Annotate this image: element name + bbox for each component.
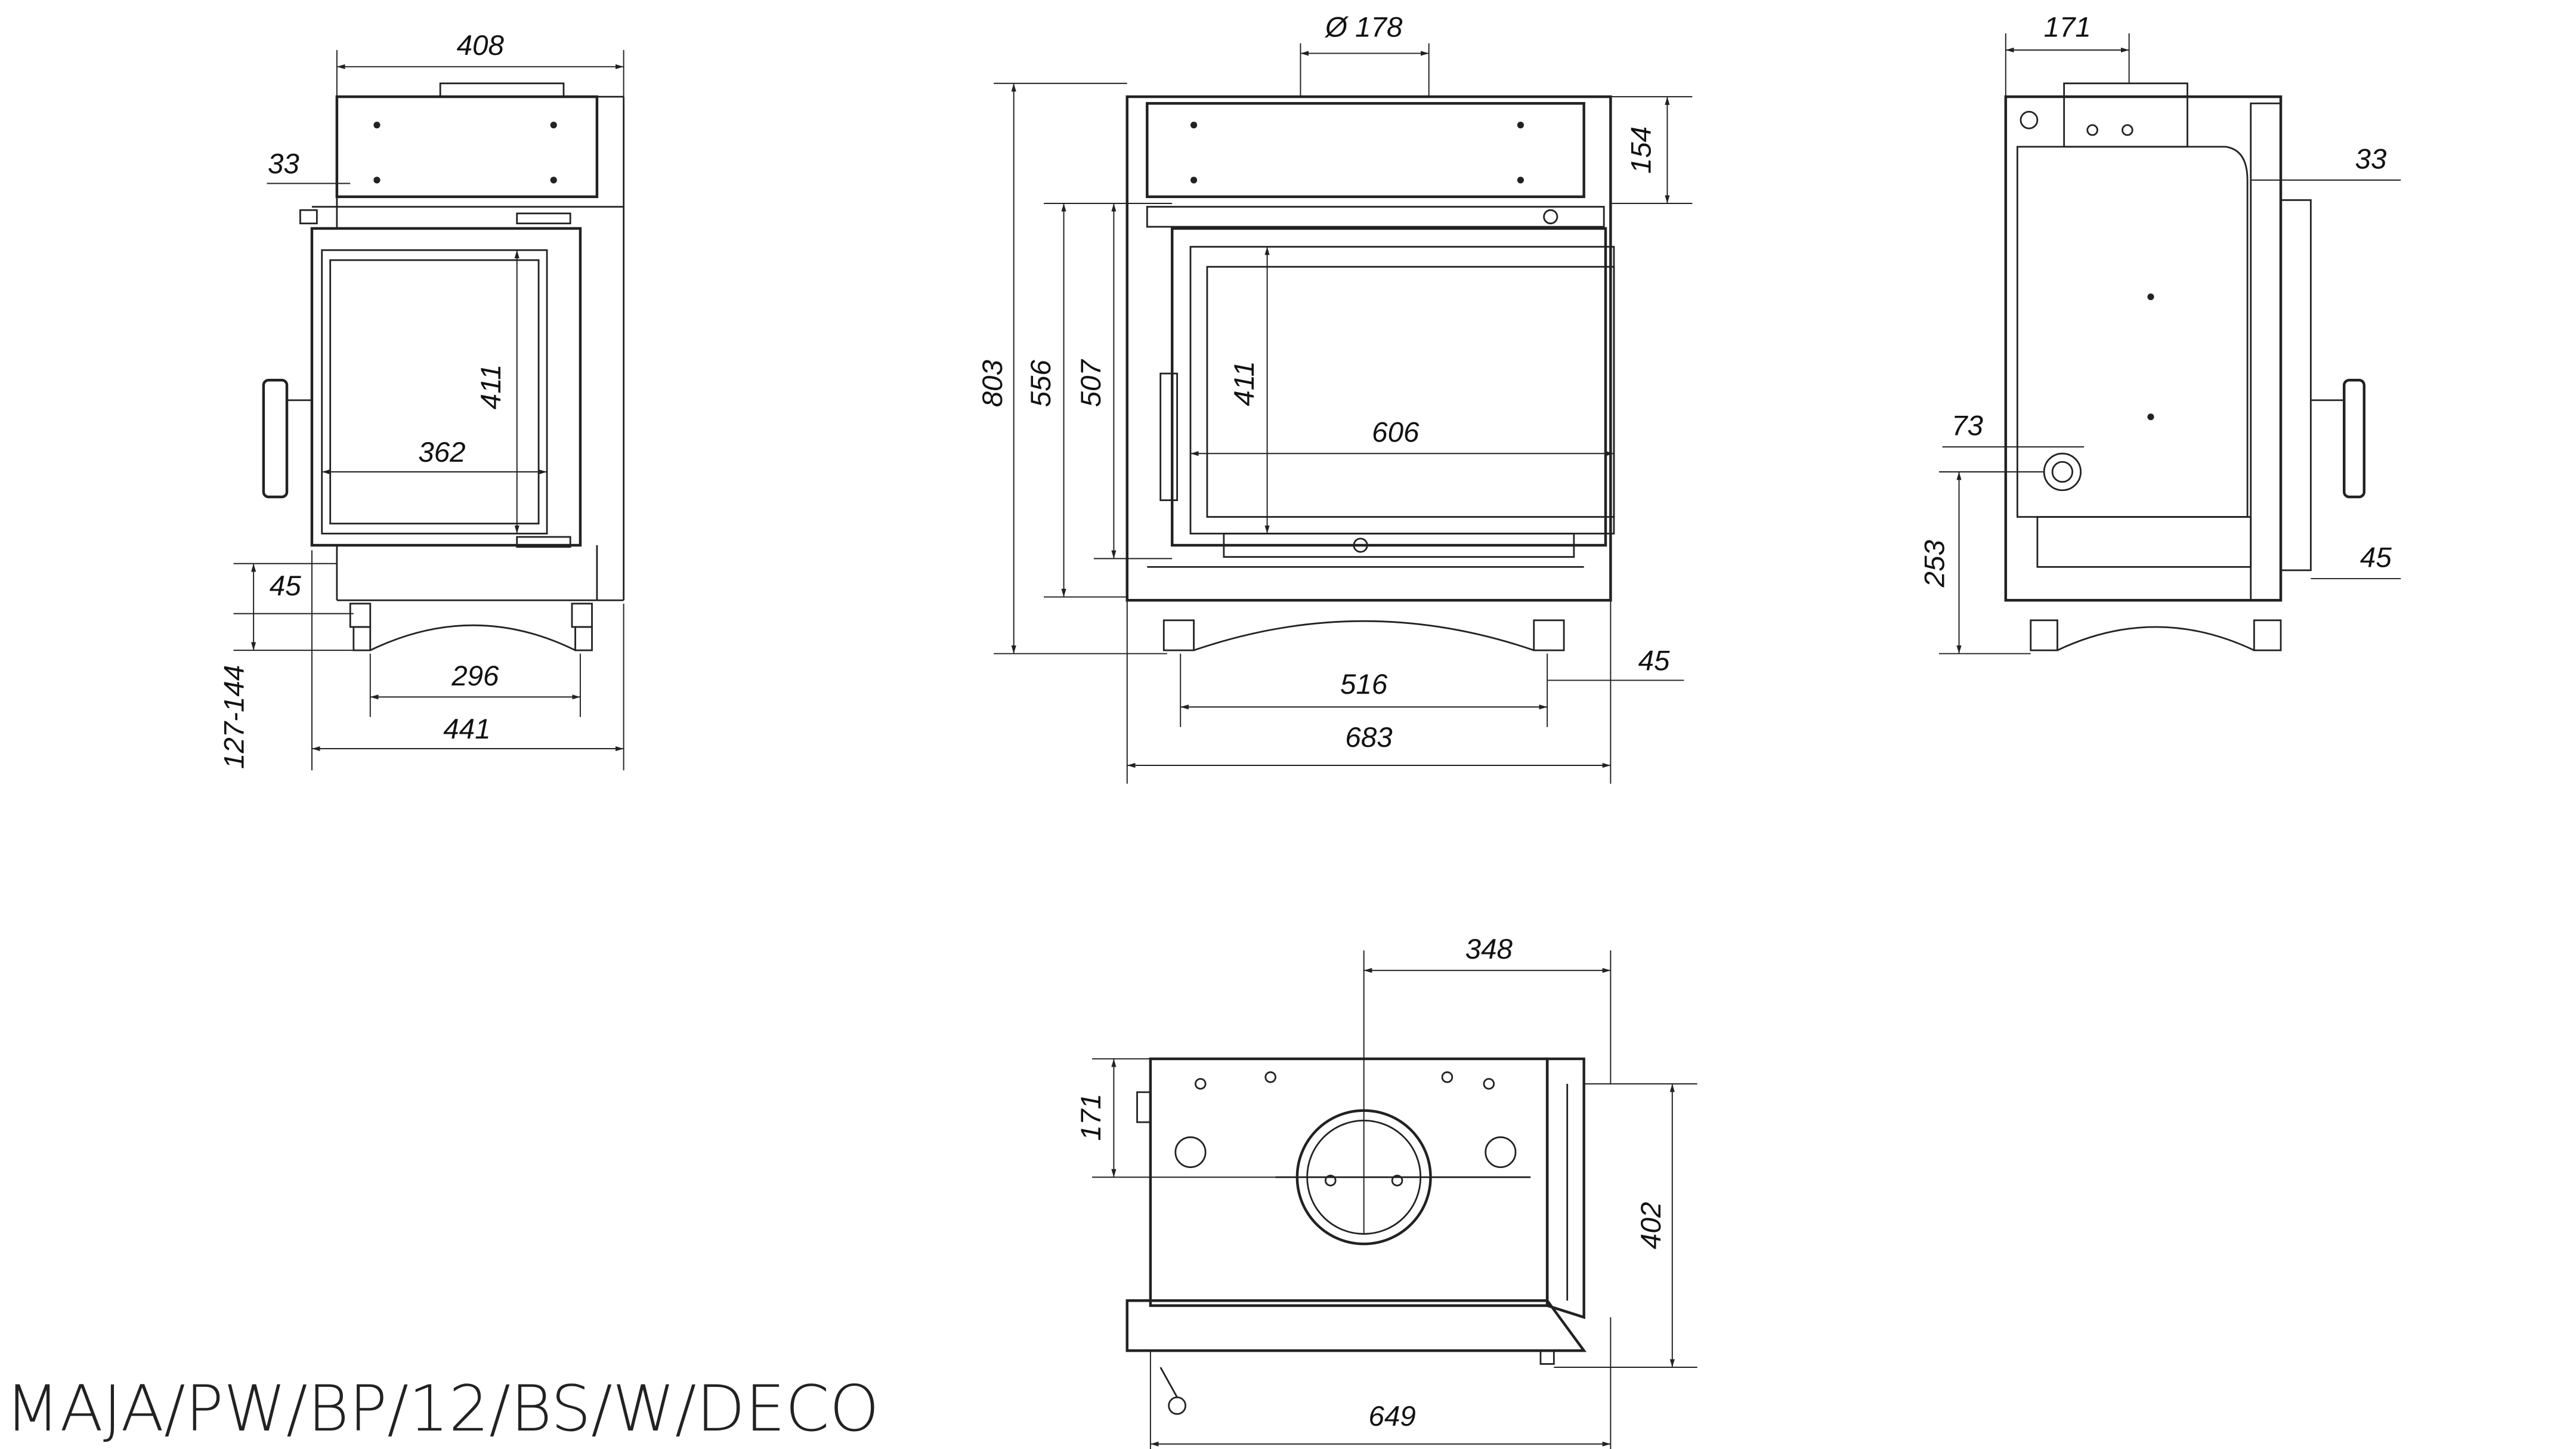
dim-154: 154 (1625, 126, 1657, 174)
dim-171: 171 (2044, 11, 2091, 43)
dim-362: 362 (418, 437, 465, 468)
dim-348: 348 (1465, 934, 1513, 965)
dim-441: 441 (443, 713, 490, 745)
dim-45: 45 (270, 570, 301, 602)
dim-45: 45 (1638, 645, 1670, 677)
side-view: 408 33 411 362 45 296 441 127-144 (218, 30, 625, 771)
dim-408: 408 (457, 30, 505, 61)
dim-127-144: 127-144 (218, 665, 250, 769)
dim-411: 411 (1229, 361, 1260, 406)
dim-507: 507 (1075, 359, 1107, 407)
dim-45: 45 (2360, 542, 2392, 573)
dim-33: 33 (268, 149, 299, 180)
front-view: Ø 178 154 803 556 507 411 606 516 45 683 (977, 11, 1693, 784)
dim-402: 402 (1635, 1202, 1667, 1249)
dim-516: 516 (1340, 669, 1388, 700)
dim-73: 73 (1952, 410, 1983, 442)
rear-side-view: 171 33 73 253 45 (1919, 11, 2401, 654)
model-title: MAJA/PW/BP/12/BS/W/DECO (5, 1372, 880, 1446)
dim-411: 411 (475, 364, 507, 410)
dim-253: 253 (1919, 540, 1950, 588)
dim-556: 556 (1025, 360, 1057, 407)
dim-flue-diameter: Ø 178 (1324, 11, 1403, 43)
dim-606: 606 (1372, 417, 1420, 449)
dim-683: 683 (1345, 722, 1392, 753)
dim-296: 296 (451, 660, 499, 692)
dim-171: 171 (1075, 1093, 1107, 1141)
dim-803: 803 (977, 360, 1009, 407)
dim-33: 33 (2355, 143, 2387, 175)
top-view: 348 171 402 649 (1075, 934, 1697, 1449)
dim-649: 649 (1369, 1401, 1416, 1432)
